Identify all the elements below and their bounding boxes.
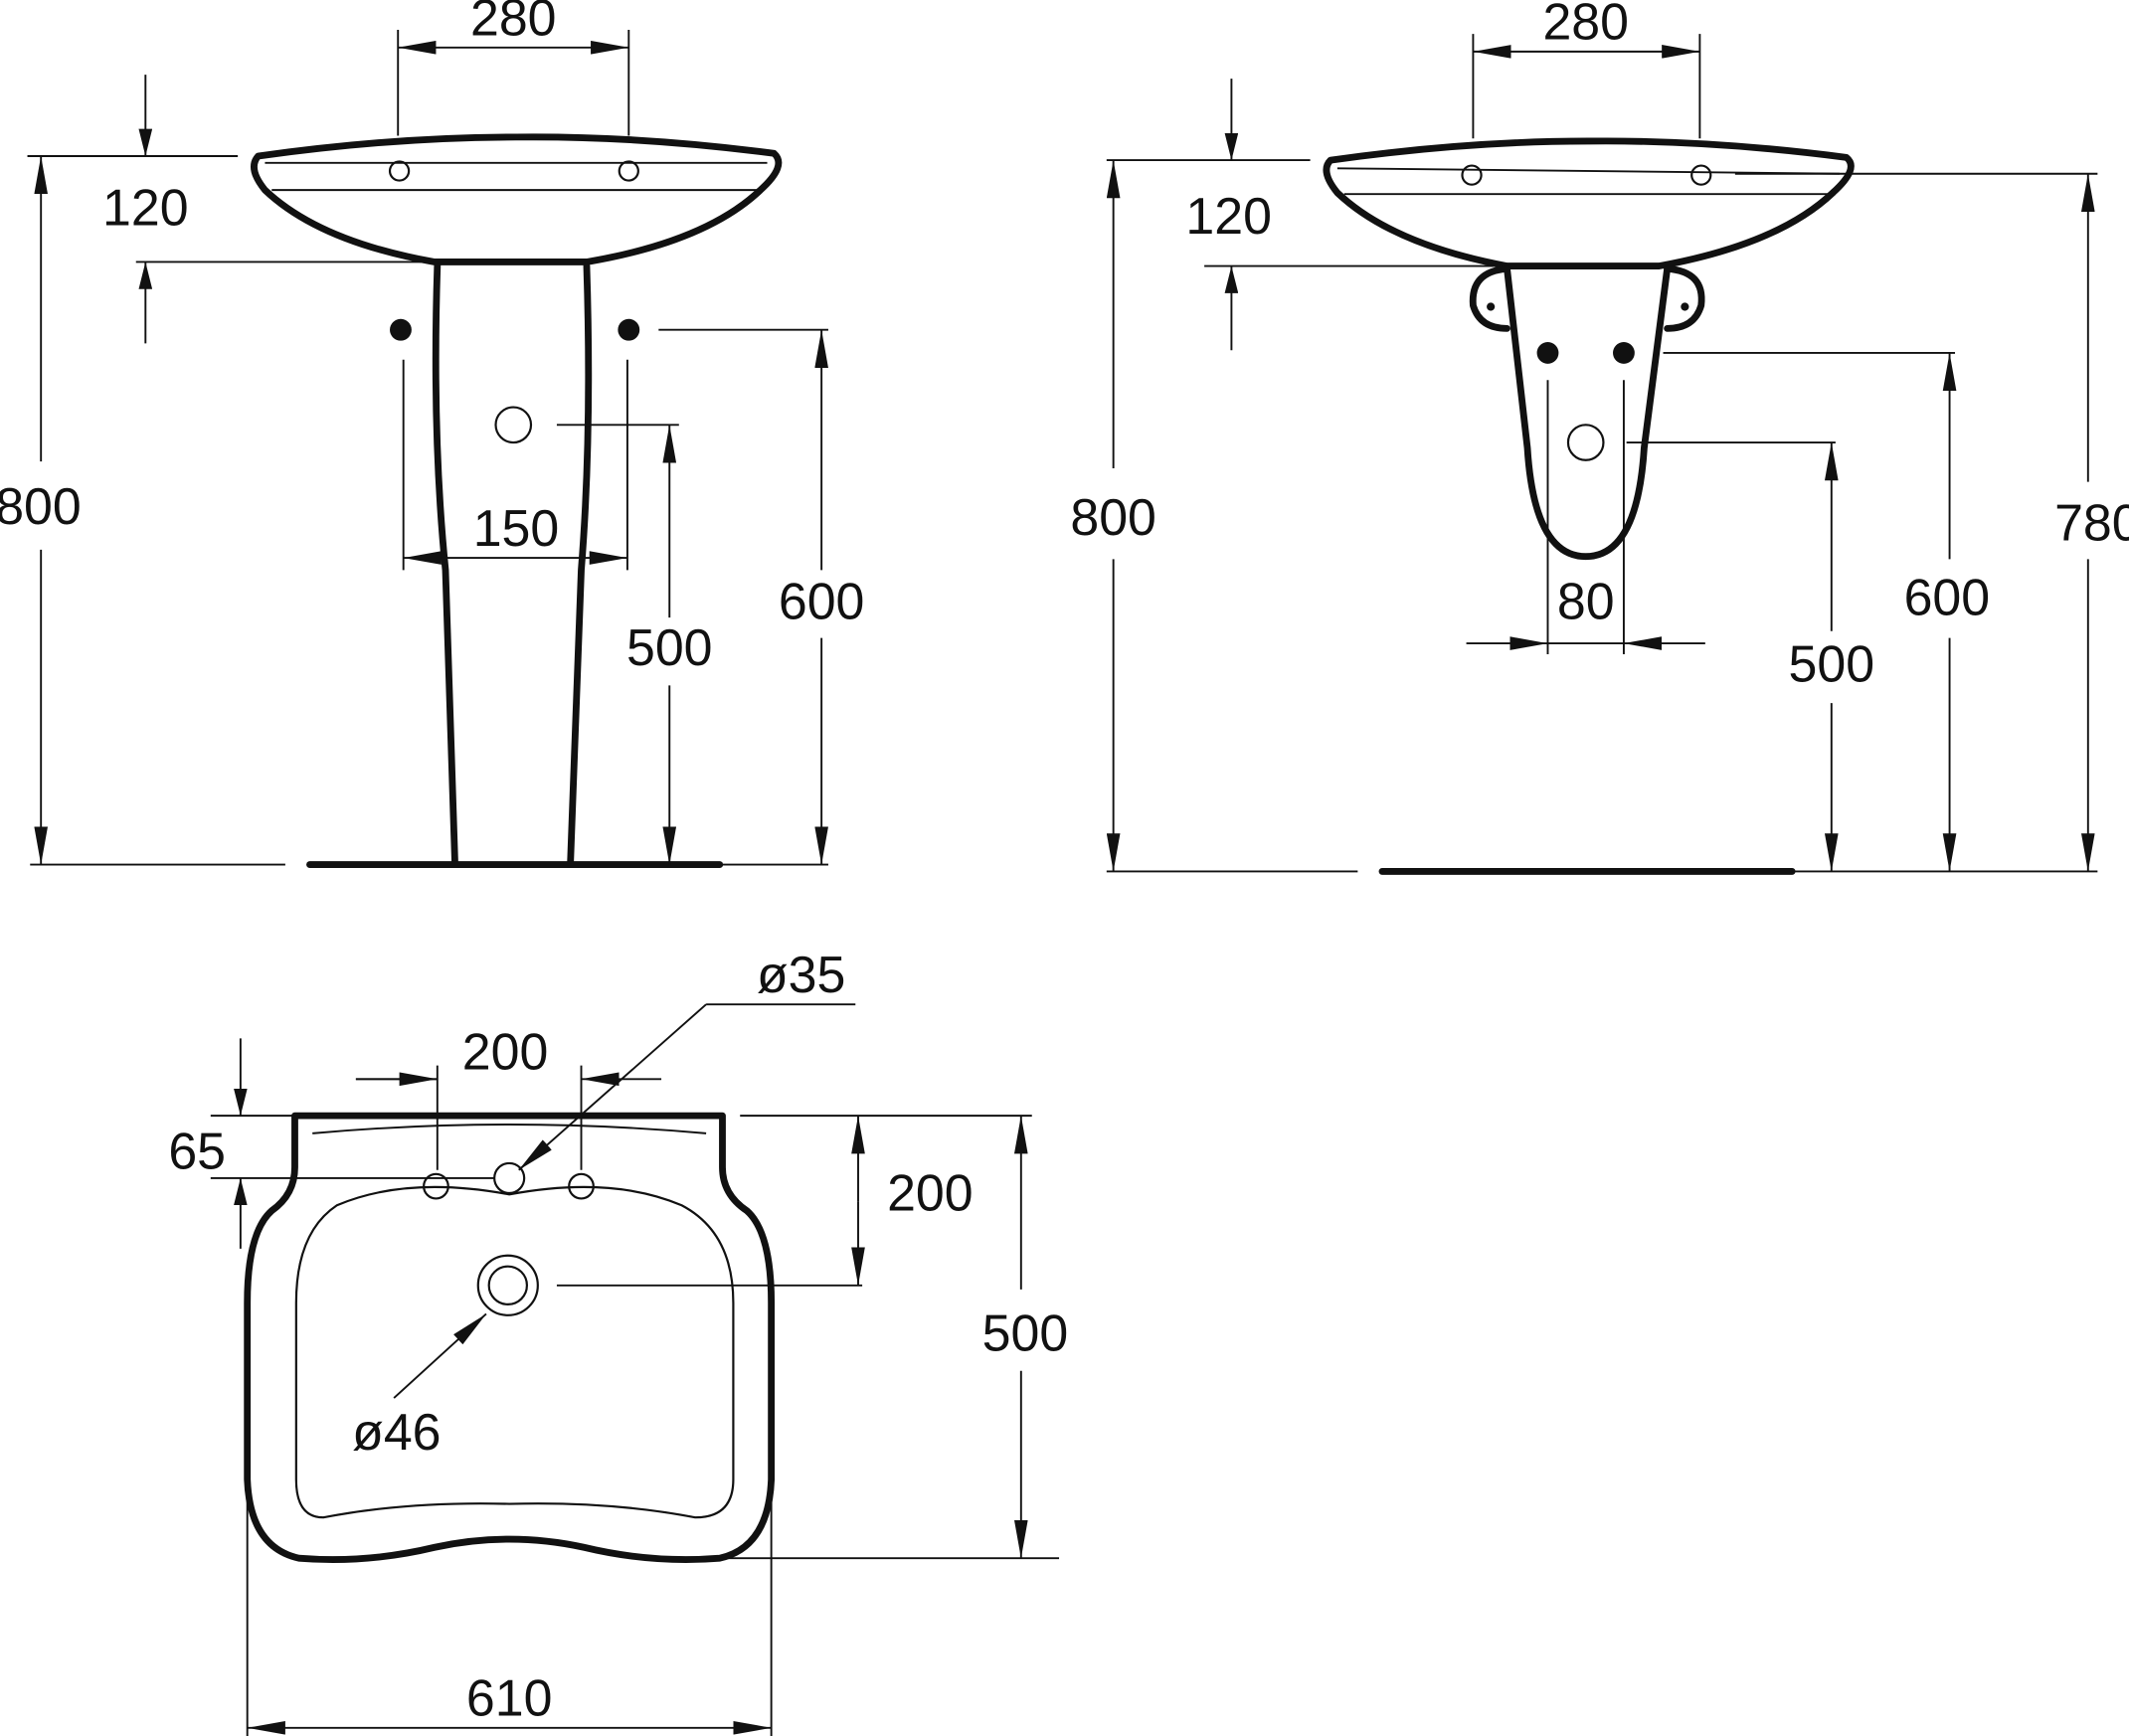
supply-point-icon xyxy=(618,318,640,341)
tap-hole-icon xyxy=(1461,164,1483,186)
semi-pedestal-elevation-view: 280 120 800 80 500 600 780 xyxy=(1070,0,2129,875)
dim-waste-offset: 200 xyxy=(887,1164,974,1222)
dim-rim-height: 120 xyxy=(102,179,189,237)
center-tap-hole-icon xyxy=(493,1161,526,1195)
supply-point-icon xyxy=(1613,342,1635,364)
basin-outline xyxy=(1323,137,1855,269)
pedestal-outline xyxy=(432,262,593,868)
dim-supply-spacing: 80 xyxy=(1557,572,1615,629)
supply-point-icon xyxy=(390,318,412,341)
plan-view: 200 ø35 65 200 500 ø46 610 xyxy=(168,946,1068,1736)
dim-tap-spacing: 280 xyxy=(470,0,557,46)
tap-hole-icon xyxy=(388,160,411,182)
pedestal-elevation-view: 280 120 800 150 500 600 xyxy=(0,0,865,868)
dim-supply-spacing: 150 xyxy=(473,499,560,557)
dim-tap-offset: 65 xyxy=(168,1122,226,1179)
tap-hole-icon xyxy=(1690,164,1712,186)
waste-outlet-icon xyxy=(476,1254,539,1316)
waste-outlet-icon xyxy=(1566,424,1605,461)
basin-plan-outline xyxy=(244,1112,776,1563)
bowl-outline xyxy=(294,1185,735,1519)
bracket-left xyxy=(1469,264,1510,332)
supply-point-icon xyxy=(1536,342,1559,364)
dim-tap-spacing: 280 xyxy=(1542,0,1629,51)
dim-fixing-height: 780 xyxy=(2054,493,2129,551)
dim-waste-diameter: ø46 xyxy=(352,1403,441,1461)
dim-waste-height: 500 xyxy=(1789,634,1875,692)
dim-overall-height: 800 xyxy=(1070,488,1156,546)
dim-waste-height: 500 xyxy=(626,618,713,676)
dim-overall-height: 800 xyxy=(0,477,82,535)
tap-hole-icon xyxy=(618,160,639,182)
tap-hole-icon xyxy=(568,1172,595,1200)
dim-tap-hole-diameter: ø35 xyxy=(757,946,845,1003)
dim-tap-spacing: 200 xyxy=(462,1023,549,1081)
tap-hole-icon xyxy=(423,1172,449,1200)
dim-width: 610 xyxy=(466,1669,553,1727)
waste-outlet-icon xyxy=(494,406,533,444)
dim-supply-height: 600 xyxy=(1904,568,1991,625)
dim-supply-height: 600 xyxy=(779,572,865,629)
semi-pedestal-outline xyxy=(1504,264,1672,561)
bracket-right xyxy=(1664,264,1705,332)
dim-depth: 500 xyxy=(982,1303,1069,1361)
dim-rim-height: 120 xyxy=(1185,187,1272,245)
basin-outline xyxy=(251,133,783,265)
